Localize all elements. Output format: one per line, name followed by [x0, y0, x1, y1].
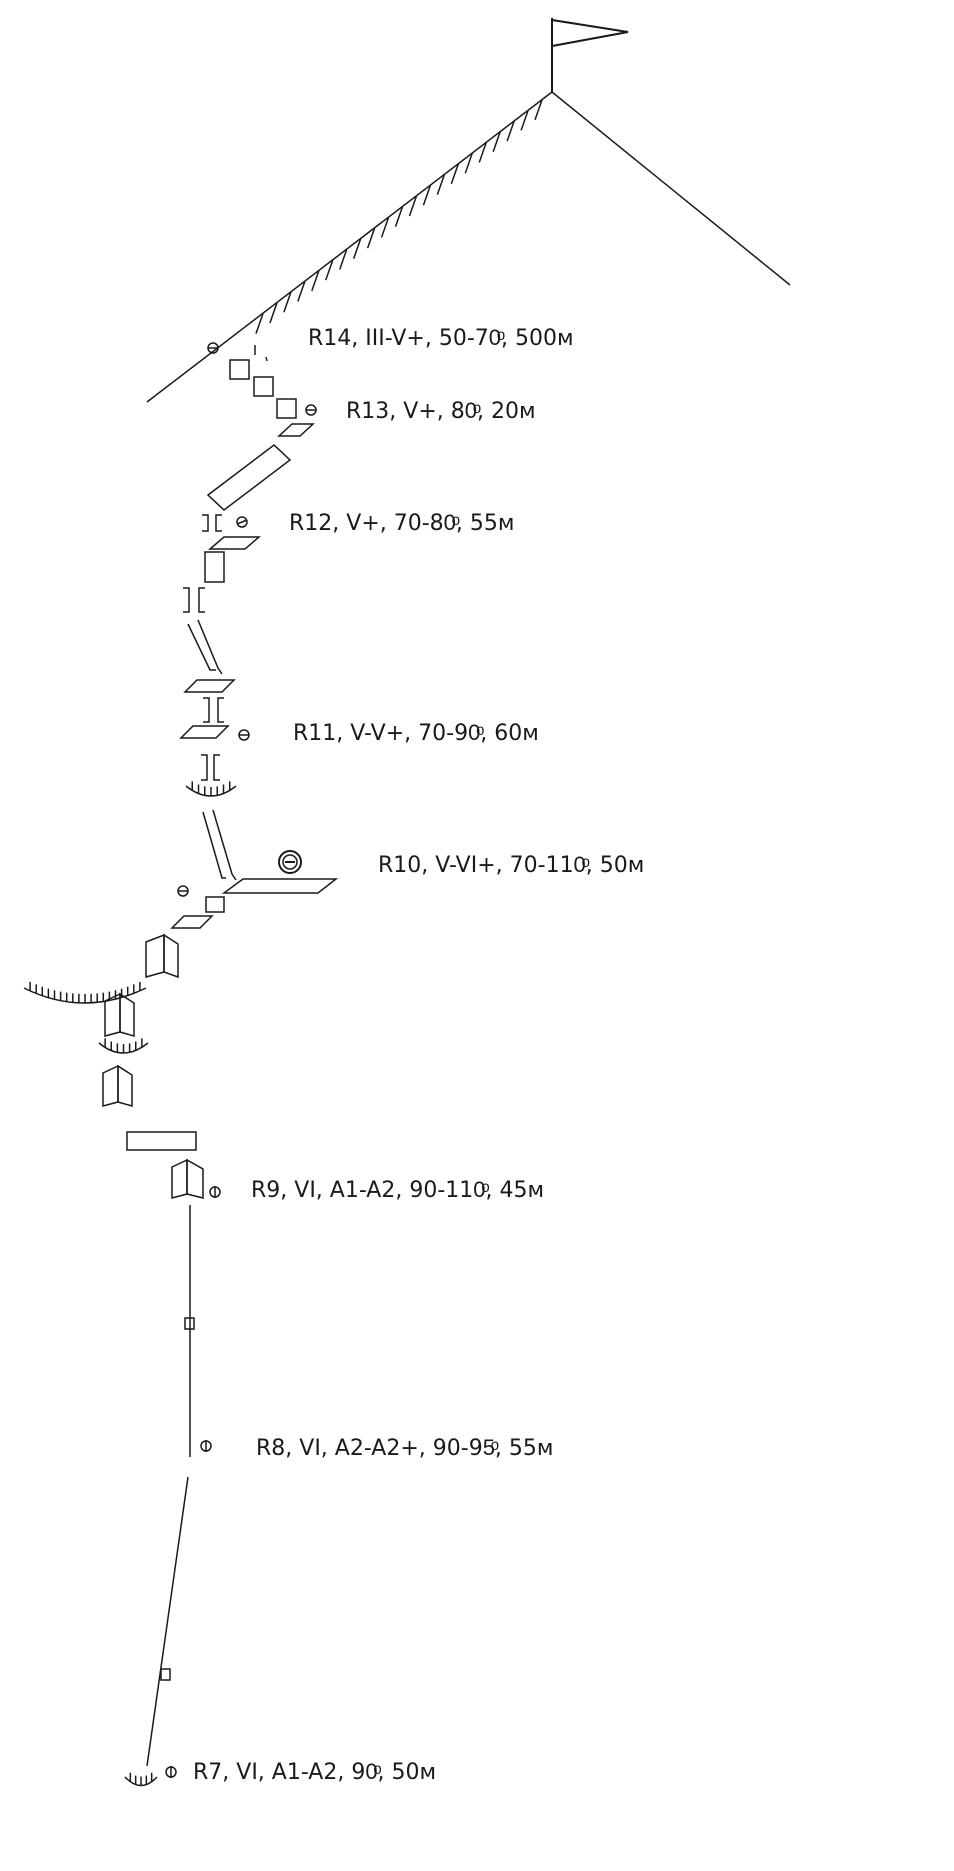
ridge-hatch-mark — [394, 206, 404, 227]
pitch-label-r14: R14, III-V+, 50-70ͦ, 500м — [308, 326, 574, 351]
crack-feature — [183, 587, 205, 613]
slab-feature — [207, 536, 262, 550]
ridge-hatch-mark — [492, 131, 501, 153]
block-feature — [205, 896, 225, 913]
bolt-station-icon — [278, 850, 302, 874]
ridge-hatch-mark — [338, 249, 348, 270]
pitch-label-r13: R13, V+, 80ͦ, 20м — [346, 399, 536, 424]
overhang-feature — [185, 781, 237, 797]
ridge-hatch-mark — [380, 217, 390, 238]
ridge-hatch-mark — [352, 238, 362, 260]
ledge-feature — [221, 878, 339, 894]
dihedral-feature — [104, 992, 135, 1037]
rope-marker — [265, 356, 268, 362]
ridge-hatch-mark — [269, 302, 278, 324]
anchor-icon — [165, 1766, 177, 1778]
block-feature — [229, 359, 250, 380]
ridge-hatching — [255, 99, 543, 334]
crack-feature — [203, 697, 224, 723]
block-feature — [276, 398, 297, 419]
dihedral-feature — [102, 1064, 133, 1107]
anchor-icon — [200, 1440, 212, 1452]
ridge-hatch-mark — [408, 195, 418, 217]
overhang-feature — [98, 1038, 149, 1054]
crack-feature — [202, 514, 222, 532]
chimney-feature — [187, 619, 223, 675]
piton-icon — [305, 404, 317, 416]
anchor-square — [160, 1668, 171, 1681]
ridge-hatch-mark — [325, 259, 334, 281]
ridge-hatch-mark — [534, 99, 543, 120]
block-feature — [253, 376, 274, 397]
summit-flag-icon — [551, 18, 629, 92]
piton-icon — [177, 885, 189, 897]
dihedral-feature — [145, 933, 179, 979]
anchor-square — [184, 1317, 195, 1330]
ridge-hatch-mark — [478, 142, 487, 163]
pitch-label-r12: R12, V+, 70-80ͦ, 55м — [289, 511, 515, 536]
anchor-icon — [209, 1186, 221, 1198]
block-feature — [204, 551, 225, 583]
ridge-hatch-mark — [506, 120, 515, 142]
overhang-feature — [124, 1772, 158, 1787]
aid-line — [146, 1476, 189, 1767]
slab-feature — [206, 444, 292, 511]
slab-feature — [179, 725, 230, 739]
overhang-feature — [23, 981, 147, 1004]
pitch-label-r8: R8, VI, A2-A2+, 90-95ͦ, 55м — [256, 1436, 554, 1461]
ridge-left — [146, 91, 553, 403]
pitch-label-r10: R10, V-VI+, 70-110ͦ, 50м — [378, 853, 645, 878]
ridge-hatch-mark — [366, 227, 376, 249]
ridge-hatch-mark — [450, 163, 460, 185]
slab-feature — [170, 915, 214, 929]
ridge-hatch-mark — [255, 313, 264, 334]
pitch-label-r7: R7, VI, A1-A2, 90ͦ, 50м — [193, 1760, 437, 1785]
dihedral-feature — [171, 1158, 204, 1199]
ridge-hatch-mark — [520, 110, 529, 131]
piton-icon — [236, 516, 248, 528]
ridge-hatch-mark — [311, 270, 320, 292]
ridge-hatch-mark — [464, 152, 473, 174]
ridge-hatch-mark — [436, 174, 446, 195]
ridge-hatch-mark — [283, 292, 292, 313]
ridge-right — [551, 91, 791, 286]
slab-feature — [277, 423, 315, 437]
piton-icon — [207, 342, 219, 354]
pitch-label-r9: R9, VI, A1-A2, 90-110ͦ, 45м — [251, 1178, 545, 1203]
slab-feature — [183, 679, 236, 693]
pitch-label-r11: R11, V-V+, 70-90ͦ, 60м — [293, 721, 539, 746]
piton-icon — [238, 729, 250, 741]
block-feature — [126, 1131, 197, 1151]
crack-feature — [201, 754, 220, 781]
ridge-hatch-mark — [297, 281, 306, 302]
chimney-feature — [202, 809, 237, 881]
ridge-hatch-mark — [422, 185, 432, 206]
